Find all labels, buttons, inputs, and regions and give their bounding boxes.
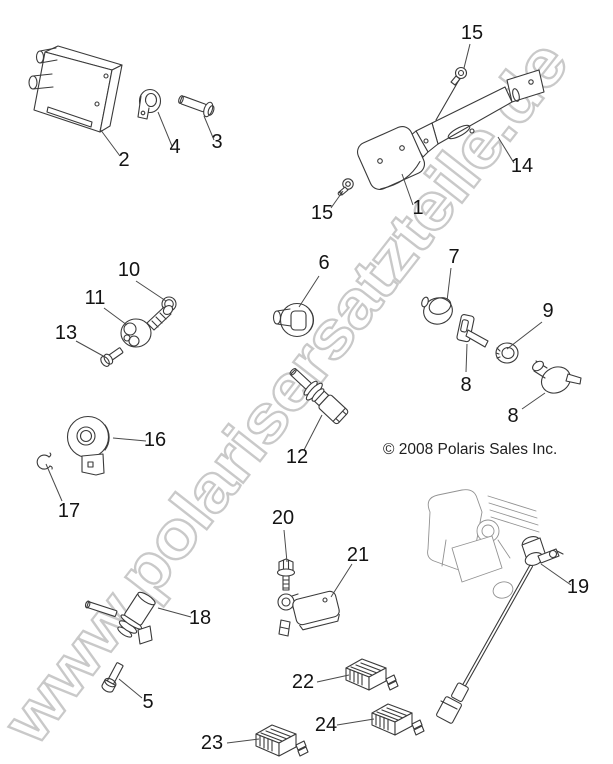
parts-layer [28, 45, 582, 757]
leader-8-key [465, 343, 468, 373]
leader-14 [497, 136, 515, 164]
part-16-horn [66, 415, 110, 476]
part-23-relay [255, 724, 309, 757]
part-12-temp-sensor [289, 368, 349, 425]
part-22-relay [345, 658, 399, 691]
callout-23: 23 [201, 732, 223, 754]
part-7-cap [421, 296, 453, 325]
callout-16: 16 [144, 429, 166, 451]
leader-1 [401, 173, 414, 206]
leader-2 [99, 128, 121, 157]
part-2-ecu-module [28, 45, 123, 133]
leader-3 [203, 115, 215, 141]
leader-20 [283, 529, 288, 563]
leader-10 [135, 280, 167, 302]
callout-10: 10 [118, 259, 140, 281]
callout-15-top: 15 [461, 22, 483, 44]
part-8-key [456, 314, 489, 348]
callout-7: 7 [448, 246, 459, 268]
watermark-text: www.polarisersatzteile.de [0, 27, 581, 757]
leader-23 [226, 738, 260, 744]
part-11-sensor [120, 304, 174, 348]
leader-24 [336, 718, 375, 726]
leader-7 [446, 267, 452, 302]
leader-4 [157, 111, 173, 147]
leader-12 [303, 414, 323, 451]
callout-9: 9 [542, 300, 553, 322]
part-21-map-sensor [277, 590, 340, 637]
leader-19 [540, 563, 572, 586]
part-8-sensor [532, 360, 582, 394]
part-14-bracket [409, 69, 545, 158]
part-19-tps-assembly [427, 489, 564, 724]
part-20-bolt [276, 558, 296, 591]
callout-4: 4 [169, 136, 180, 158]
callout-12: 12 [286, 446, 308, 468]
callout-1: 1 [412, 197, 423, 219]
part-17-clip [36, 452, 53, 470]
callout-21: 21 [347, 544, 369, 566]
leader-21 [330, 563, 353, 598]
leader-15-top [463, 43, 471, 69]
callout-24: 24 [315, 714, 337, 736]
leader-22 [316, 674, 350, 683]
callout-14: 14 [511, 155, 533, 177]
part-15-screw-mid [337, 178, 354, 196]
leader-5 [118, 678, 143, 699]
leader-17 [45, 463, 63, 502]
part-18-speed-sensor [84, 591, 156, 645]
callout-17: 17 [58, 500, 80, 522]
callout-6: 6 [318, 252, 329, 274]
leader-11 [103, 307, 128, 326]
part-3-bolt [178, 95, 215, 118]
callout-19: 19 [567, 576, 589, 598]
copyright-text: © 2008 Polaris Sales Inc. [383, 441, 557, 458]
callout-5: 5 [142, 691, 153, 713]
leader-9 [506, 321, 543, 350]
leader-18 [157, 607, 192, 618]
callout-8-sensor: 8 [507, 405, 518, 427]
part-13-bolt [100, 347, 124, 367]
callout-15-mid: 15 [311, 202, 333, 224]
part-4-clamp [137, 88, 162, 120]
tps-sensor [436, 536, 564, 724]
part-5-bolt [101, 662, 124, 693]
callout-22: 22 [292, 671, 314, 693]
part-9-grommet [495, 342, 519, 364]
callout-3: 3 [211, 131, 222, 153]
callout-20: 20 [272, 507, 294, 529]
throttle-body-reference [427, 489, 540, 599]
callout-13: 13 [55, 322, 77, 344]
callout-8-key: 8 [460, 374, 471, 396]
part-24-relay [371, 703, 425, 736]
leader-13 [75, 340, 106, 358]
leader-6 [298, 275, 320, 308]
callout-18: 18 [189, 607, 211, 629]
callout-11: 11 [85, 287, 106, 309]
leader-16 [112, 437, 147, 442]
part-6-sensor [272, 302, 315, 338]
part-15-screw-top [435, 66, 468, 121]
callout-2: 2 [118, 149, 129, 171]
leader-15-mid [330, 190, 344, 209]
leader-8-sensor [521, 392, 546, 410]
